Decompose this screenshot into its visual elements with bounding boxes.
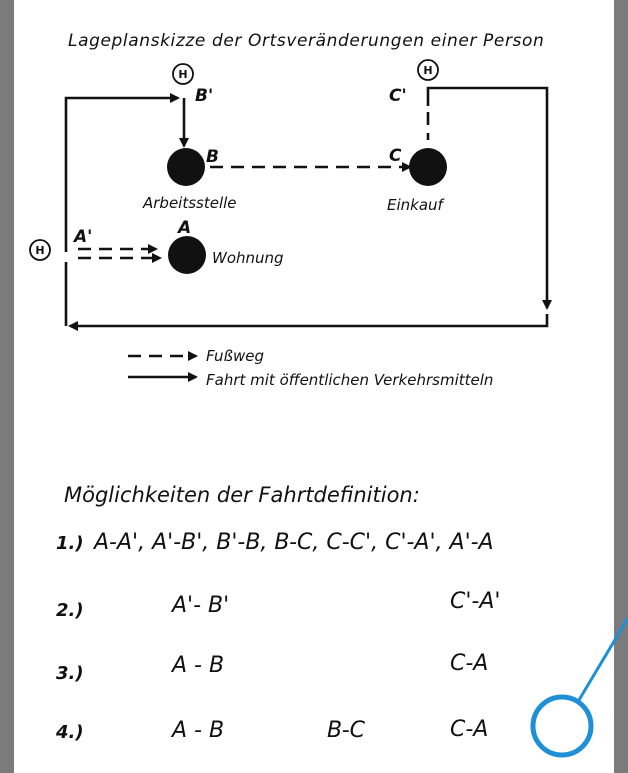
definition-row-3: 3.) A - B C-A xyxy=(56,651,488,684)
location-dot-work xyxy=(167,148,205,186)
definition-number-3: 3.) xyxy=(56,663,84,684)
walking-routes xyxy=(78,112,430,263)
svg-text:H: H xyxy=(35,244,44,257)
highlight-circle xyxy=(530,694,594,758)
transit-segment-a-prime-to-b-prime xyxy=(64,93,180,252)
svg-text:H: H xyxy=(423,64,432,77)
stop-symbol-c-prime: H xyxy=(417,59,439,81)
point-label-c: C xyxy=(389,146,402,166)
definition-number-1: 1.) xyxy=(56,533,84,554)
legend: Fußweg Fahrt mit öffentlichen Verkehrsmi… xyxy=(128,347,493,389)
place-label-home: Wohnung xyxy=(212,249,284,267)
highlight-pointer-line xyxy=(577,617,628,701)
location-dot-home xyxy=(168,236,206,274)
definition-item-3-2: C-A xyxy=(450,651,488,676)
svg-text:H: H xyxy=(178,68,187,81)
definition-row-1: 1.) A-A', A'-B', B'-B, B-C, C-C', C'-A',… xyxy=(56,530,494,555)
diagram-title: Lageplanskizze der Ortsveränderungen ein… xyxy=(68,31,544,51)
legend-transit-label: Fahrt mit öffentlichen Verkehrsmitteln xyxy=(206,371,493,389)
stop-symbol-a-prime: H xyxy=(29,239,51,261)
place-label-work: Arbeitsstelle xyxy=(142,194,237,212)
legend-walk-label: Fußweg xyxy=(206,347,264,365)
definition-number-2: 2.) xyxy=(56,600,84,621)
transit-segment-c-prime-to-loop xyxy=(426,86,552,310)
definition-number-4: 4.) xyxy=(55,722,84,743)
definition-item-3-1: A - B xyxy=(170,653,224,678)
point-label-a-prime: A' xyxy=(72,227,92,247)
stop-symbol-b-prime: H xyxy=(172,63,194,85)
definition-row-4: 4.) A - B B-C C-A xyxy=(55,717,488,743)
point-label-c-prime: C' xyxy=(389,86,407,106)
definition-item-4-2: B-C xyxy=(327,718,366,743)
definition-item-2-1: A'- B' xyxy=(170,593,229,618)
place-label-shopping: Einkauf xyxy=(387,196,446,214)
point-label-a: A xyxy=(176,218,191,238)
location-dot-shopping xyxy=(409,148,447,186)
highlight-overlay xyxy=(530,617,628,758)
definition-item-2-2: C'-A' xyxy=(450,589,500,614)
point-label-b-prime: B' xyxy=(195,86,213,106)
document-sheet xyxy=(14,0,614,773)
definition-item-4-1: A - B xyxy=(170,718,224,743)
definitions-heading: Möglichkeiten der Fahrtdefinition: xyxy=(64,483,420,507)
point-label-b: B xyxy=(206,147,219,167)
transit-segment-bottom-return xyxy=(68,314,549,331)
definition-row-2: 2.) A'- B' C'-A' xyxy=(56,589,500,621)
definition-item-4-3: C-A xyxy=(450,717,488,742)
transit-route xyxy=(64,86,552,331)
definition-item-1-1: A-A', A'-B', B'-B, B-C, C-C', C'-A', A'-… xyxy=(92,530,494,555)
